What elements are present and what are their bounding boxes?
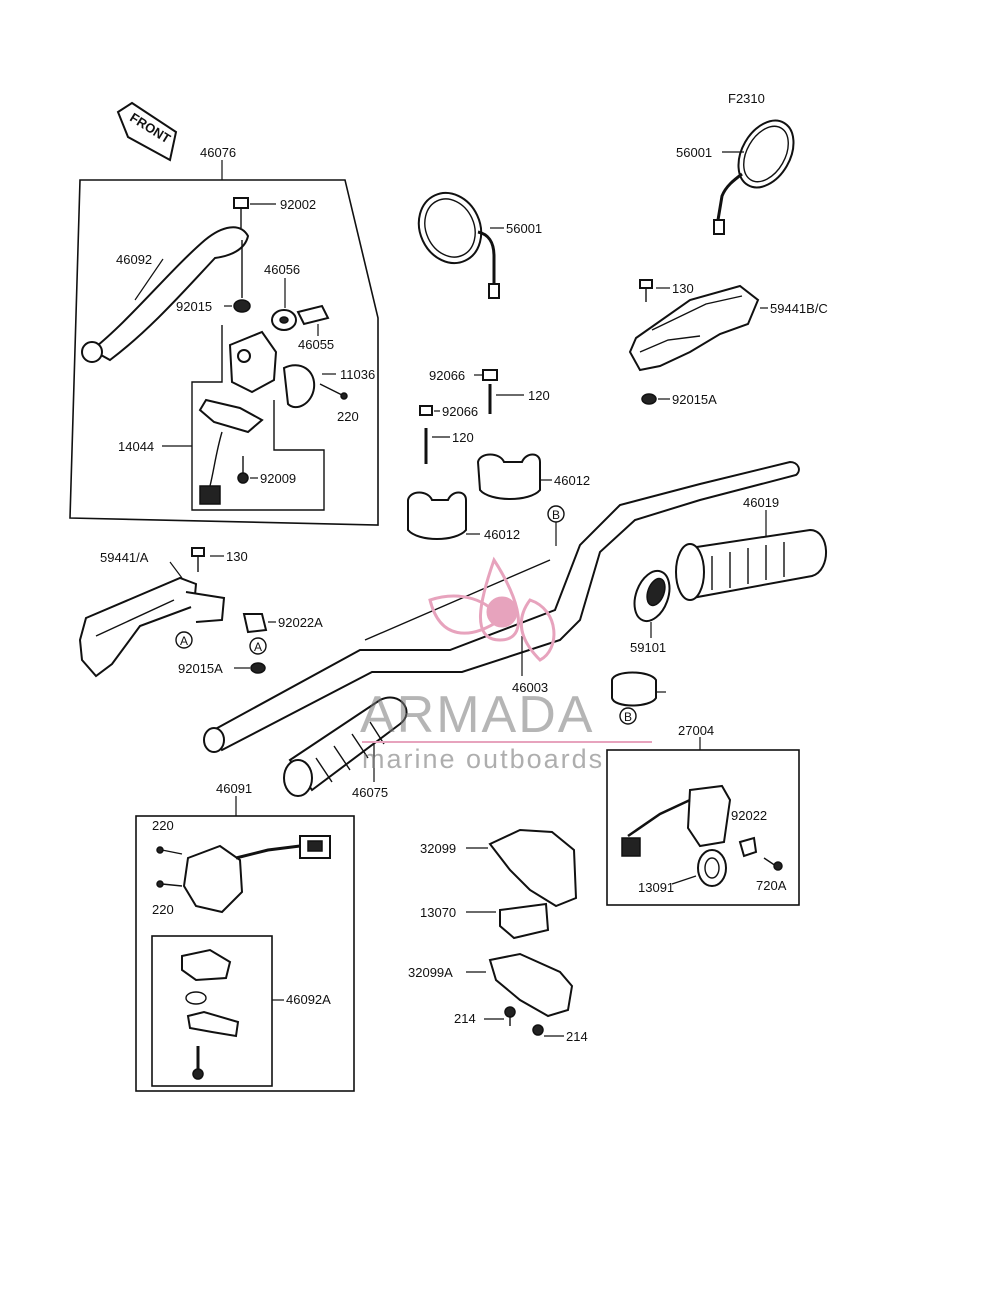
label-46092a: 46092A — [286, 992, 331, 1007]
front-arrow-icon: FRONT — [116, 101, 178, 162]
callout-a-guard: A — [180, 634, 188, 648]
label-130-left: 130 — [226, 549, 248, 564]
label-720a: 720A — [756, 878, 787, 893]
label-11036: 11036 — [340, 367, 375, 382]
label-220-bottom: 220 — [152, 902, 174, 917]
label-59441a: 59441/A — [100, 550, 149, 565]
propeller-logo-icon — [428, 556, 556, 662]
label-14044: 14044 — [118, 439, 154, 454]
label-46092: 46092 — [116, 252, 152, 267]
label-92002: 92002 — [280, 197, 316, 212]
grip-left: 46075 — [283, 696, 408, 800]
label-56001-left: 56001 — [506, 221, 542, 236]
hand-guard-right: 130 59441B/C 92015A — [628, 279, 828, 407]
label-46075: 46075 — [352, 785, 388, 800]
label-46076: 46076 — [200, 145, 236, 160]
label-92015a-bottom: 92015A — [178, 661, 223, 676]
label-46055: 46055 — [298, 337, 334, 352]
label-59441bc: 59441B/C — [770, 301, 828, 316]
label-214-left: 214 — [454, 1011, 476, 1026]
mirror-right: 56001 — [676, 119, 795, 235]
hand-guard-left: 59441/A 130 A 92022A A 92015A — [78, 547, 323, 678]
callout-b-ref: B — [624, 710, 632, 724]
throttle-grip-right: 46019 59101 — [630, 495, 827, 655]
label-92022: 92022 — [731, 808, 767, 823]
label-27004: 27004 — [678, 723, 714, 738]
watermark-tagline: marine outboards — [362, 744, 604, 774]
label-92009: 92009 — [260, 471, 296, 486]
label-32099a: 32099A — [408, 965, 453, 980]
label-130-right: 130 — [672, 281, 694, 296]
figure-code: F2310 — [728, 91, 765, 106]
label-56001-right: 56001 — [676, 145, 712, 160]
switch-housing-parts: 32099 13070 32099A 214 214 — [408, 828, 588, 1044]
label-214-right: 214 — [566, 1029, 588, 1044]
label-32099: 32099 — [420, 841, 456, 856]
callout-b-bar: B — [552, 508, 560, 522]
handlebar-clamps: 92066 120 92066 120 46012 46012 — [407, 368, 590, 542]
clutch-lever-assembly: 46076 46092 92002 92015 46056 46055 1103… — [69, 145, 379, 526]
watermark-brand: ARMADA — [360, 686, 594, 744]
handlebar: 46003 B — [203, 460, 800, 753]
label-46019: 46019 — [743, 495, 779, 510]
label-46012-a: 46012 — [554, 473, 590, 488]
watermark: ARMADA marine outboards — [360, 556, 652, 774]
switch-27004: 27004 13091 92022 720A — [606, 723, 800, 906]
master-cylinder-ref: B — [611, 671, 666, 725]
label-220-top: 220 — [152, 818, 174, 833]
label-92066-b: 92066 — [442, 404, 478, 419]
label-120-b: 120 — [452, 430, 474, 445]
label-92066-a: 92066 — [429, 368, 465, 383]
callout-a-nut: A — [254, 640, 262, 654]
label-220-clutch: 220 — [337, 409, 359, 424]
label-92015: 92015 — [176, 299, 212, 314]
label-120-a: 120 — [528, 388, 550, 403]
label-46003: 46003 — [512, 680, 548, 695]
switch-46091: 46091 220 220 46092A — [135, 781, 355, 1092]
label-46056: 46056 — [264, 262, 300, 277]
label-13091: 13091 — [638, 880, 674, 895]
label-46091: 46091 — [216, 781, 252, 796]
label-13070: 13070 — [420, 905, 456, 920]
label-59101: 59101 — [630, 640, 666, 655]
label-92022a: 92022A — [278, 615, 323, 630]
label-46012-b: 46012 — [484, 527, 520, 542]
mirror-left: 56001 — [417, 191, 542, 299]
label-92015a-top: 92015A — [672, 392, 717, 407]
